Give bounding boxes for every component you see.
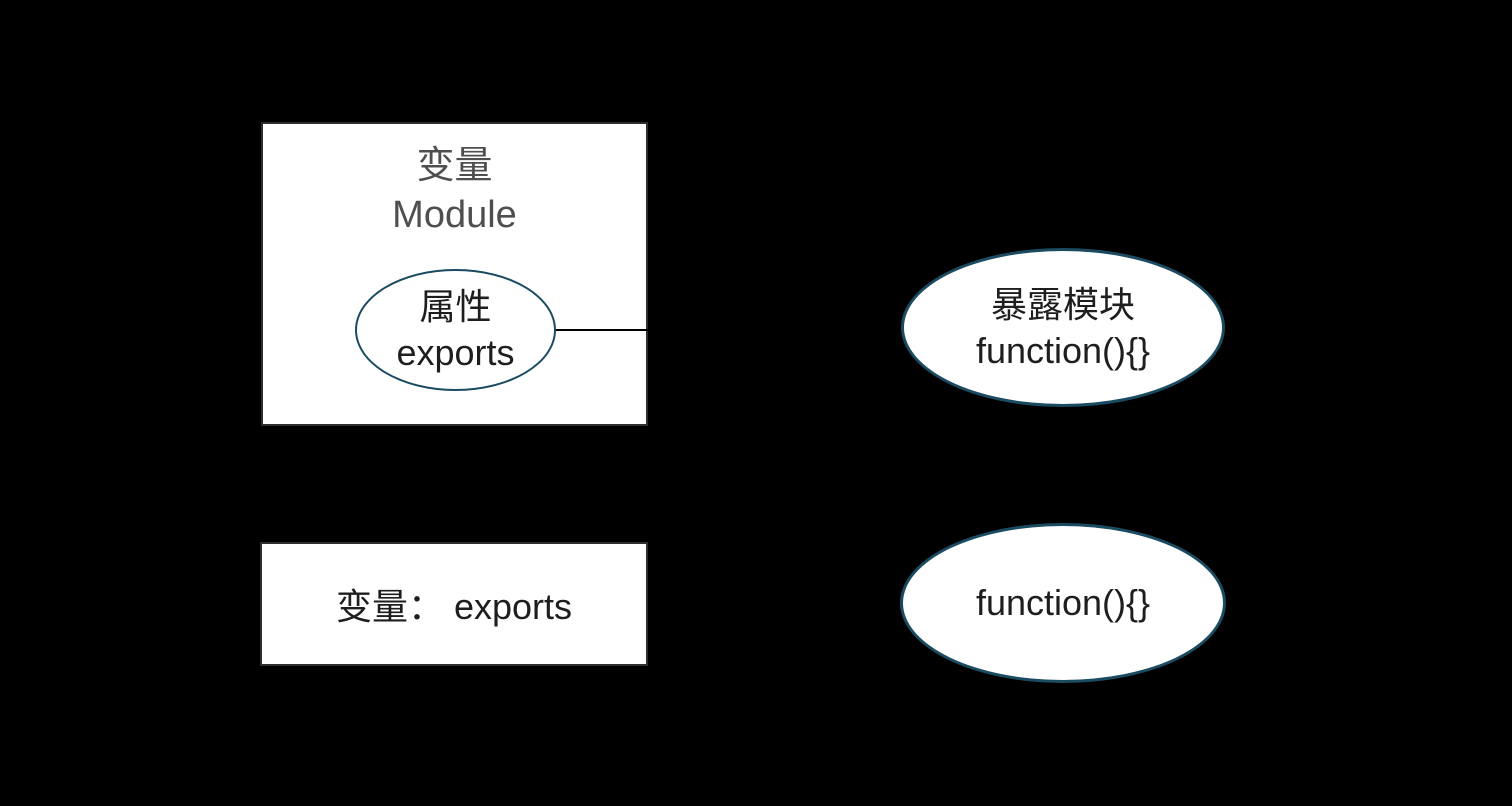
variable-exports-box: 变量： exports — [260, 542, 648, 666]
module-box-title-en: Module — [392, 194, 517, 236]
expose-module-ellipse: 暴露模块 function(){} — [901, 248, 1225, 407]
property-label-exports: exports — [396, 332, 515, 373]
property-ellipse: 属性 exports — [355, 269, 556, 391]
connector-variable-to-function — [648, 602, 900, 604]
module-box-title: 变量 Module — [392, 142, 517, 240]
expose-label-cn: 暴露模块 — [990, 283, 1135, 325]
property-label-cn: 属性 — [419, 286, 492, 327]
connector-property-to-expose — [552, 329, 902, 331]
module-box-title-cn: 变量 — [416, 145, 493, 187]
variable-exports-label: 变量： exports — [335, 586, 573, 627]
expose-label-function: function(){} — [975, 329, 1151, 371]
function-label: function(){} — [975, 582, 1151, 623]
function-ellipse: function(){} — [900, 523, 1226, 683]
